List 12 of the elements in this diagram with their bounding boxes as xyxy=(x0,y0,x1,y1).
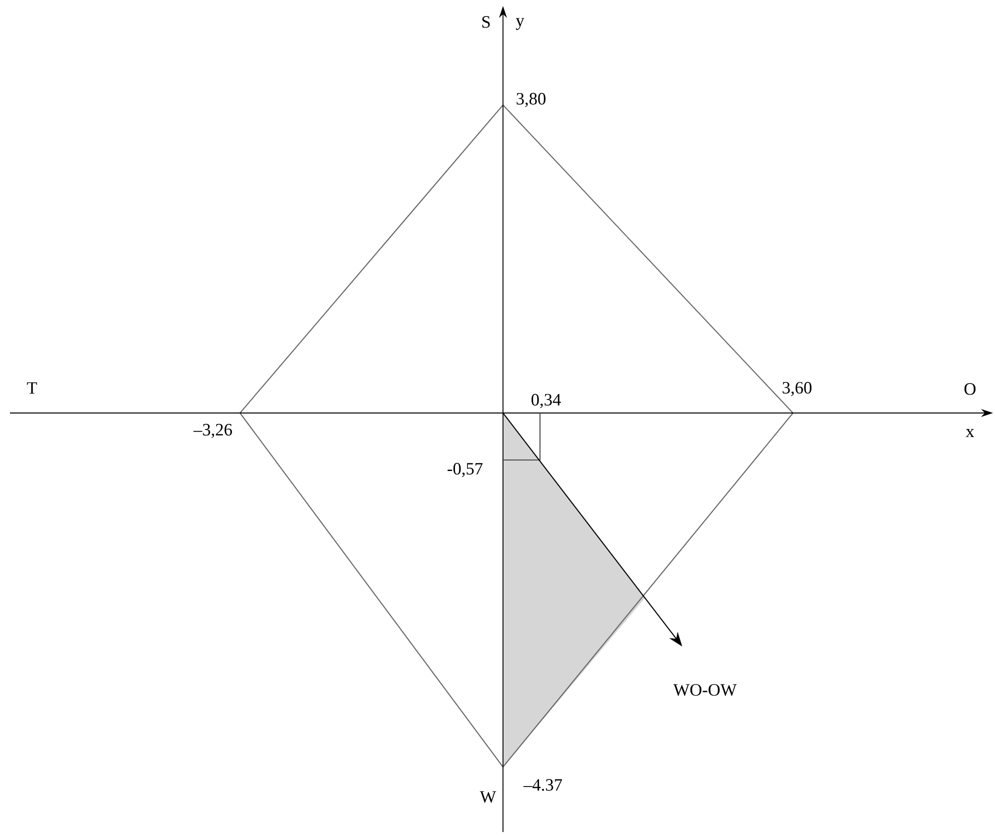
point-value: -0,57 xyxy=(448,462,483,478)
strategy-letter: S xyxy=(482,16,490,28)
axis-name: y xyxy=(516,18,524,30)
strategy-letter: T xyxy=(27,382,38,394)
strategy-letter: O xyxy=(964,383,976,395)
vertex-value: 3,60 xyxy=(782,382,812,396)
axis-name: x xyxy=(966,429,974,437)
result-label: WO-OW xyxy=(673,684,737,696)
vertex-value: 3,80 xyxy=(516,92,546,108)
shaded-region xyxy=(503,413,645,767)
vertex-value: –3,26 xyxy=(193,424,232,438)
strategy-letter: W xyxy=(480,791,496,803)
